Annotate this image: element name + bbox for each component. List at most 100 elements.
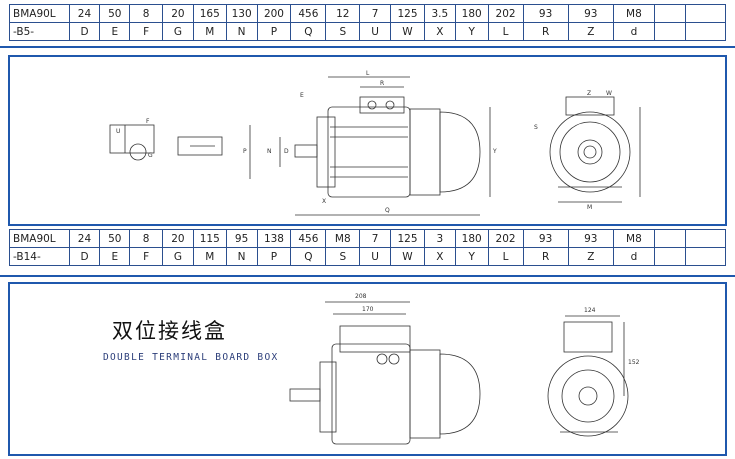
dim-label: L (366, 70, 370, 77)
table-cell: 93 (567, 229, 614, 248)
double-terminal-box-panel: 208 170 124 152 (8, 282, 727, 456)
dim-label: P (243, 148, 247, 155)
table-cell: d (612, 22, 655, 41)
table-cell: S (325, 22, 361, 41)
table-cell: Y (454, 247, 489, 266)
dim-value: 170 (362, 306, 374, 313)
table-cell: Q (290, 247, 327, 266)
dim-label: X (322, 198, 326, 205)
table-cell: BMA90L (9, 4, 70, 23)
motor-drawing-panel: L R E P N D F U X Q Y Z W S M G (8, 55, 727, 226)
table-cell: E (99, 22, 131, 41)
table-cell: P (256, 247, 292, 266)
table-cell: 24 (68, 229, 101, 248)
brake-cover (439, 111, 481, 193)
table-cell: 24 (68, 4, 101, 23)
double-box-drawing: 208 170 124 152 (289, 293, 640, 445)
table-cell: 456 (290, 229, 327, 248)
table-cell: Q (290, 22, 327, 41)
table-cell: 93 (567, 4, 614, 23)
table-cell: d (612, 247, 655, 266)
table-cell: 125 (390, 229, 425, 248)
dim-label: D (284, 148, 289, 155)
dim-label: R (380, 80, 384, 87)
table-cell: N (225, 247, 258, 266)
table-cell: X (423, 22, 456, 41)
dim-label: U (116, 128, 120, 135)
dim-label: W (606, 90, 612, 97)
table-cell (684, 22, 727, 41)
table-cell: M8 (325, 229, 361, 248)
table-cell: U (359, 247, 392, 266)
table-cell: -B5- (9, 22, 70, 41)
table-cell: 115 (192, 229, 227, 248)
table-cell (653, 4, 686, 23)
table-cell: 180 (454, 229, 489, 248)
table-cell: F (129, 22, 164, 41)
dim-value: 124 (584, 307, 596, 314)
table-cell: 138 (256, 229, 292, 248)
table-cell: N (225, 22, 258, 41)
table-cell: L (487, 247, 524, 266)
table-cell: 8 (129, 4, 164, 23)
table-cell: 165 (192, 4, 227, 23)
dim-value: 152 (628, 359, 640, 366)
terminal-box (359, 96, 405, 114)
table-cell (653, 229, 686, 248)
table-cell: M8 (612, 4, 655, 23)
dim-label: F (146, 118, 150, 125)
table-cell: 50 (99, 4, 131, 23)
dim-label: M (587, 204, 592, 211)
table-cell: R (522, 22, 569, 41)
double-box-title: 双位接线盒 (112, 319, 227, 343)
table-cell: 20 (162, 4, 194, 23)
table-cell (684, 229, 727, 248)
table-cell: Z (567, 22, 614, 41)
dim-label: G (148, 152, 153, 159)
table-cell: 7 (359, 229, 392, 248)
table-cell: 8 (129, 229, 164, 248)
table-cell: 3.5 (423, 4, 456, 23)
table-cell: 95 (225, 229, 258, 248)
double-terminal-box (339, 325, 411, 353)
table-cell: G (162, 247, 194, 266)
table-cell: R (522, 247, 569, 266)
table-cell: 202 (487, 229, 524, 248)
table-cell (684, 4, 727, 23)
table-cell: W (390, 22, 425, 41)
key-section-view (109, 124, 155, 154)
motor-end-view (547, 355, 629, 437)
motor-body (327, 106, 411, 198)
table-cell: P (256, 22, 292, 41)
table-cell: BMA90L (9, 229, 70, 248)
table-cell: 20 (162, 229, 194, 248)
table-cell: X (423, 247, 456, 266)
key-side-view (177, 136, 223, 156)
table-cell: S (325, 247, 361, 266)
table-cell: 93 (522, 4, 569, 23)
table-cell: E (99, 247, 131, 266)
table-cell (684, 247, 727, 266)
divider (0, 275, 735, 277)
table-cell: U (359, 22, 392, 41)
table-cell: 93 (522, 229, 569, 248)
table-cell: 12 (325, 4, 361, 23)
table-cell: M (192, 22, 227, 41)
table-cell: D (68, 247, 101, 266)
table-cell: Y (454, 22, 489, 41)
dim-label: Z (587, 90, 591, 97)
table-cell: 3 (423, 229, 456, 248)
table-cell: G (162, 22, 194, 41)
motor-end-view (549, 111, 631, 193)
dim-label: S (534, 124, 538, 131)
table-cell: 202 (487, 4, 524, 23)
shaft (294, 144, 318, 158)
shaft (289, 388, 321, 402)
table-cell: M (192, 247, 227, 266)
table-cell: -B14- (9, 247, 70, 266)
dim-value: 208 (355, 293, 367, 300)
